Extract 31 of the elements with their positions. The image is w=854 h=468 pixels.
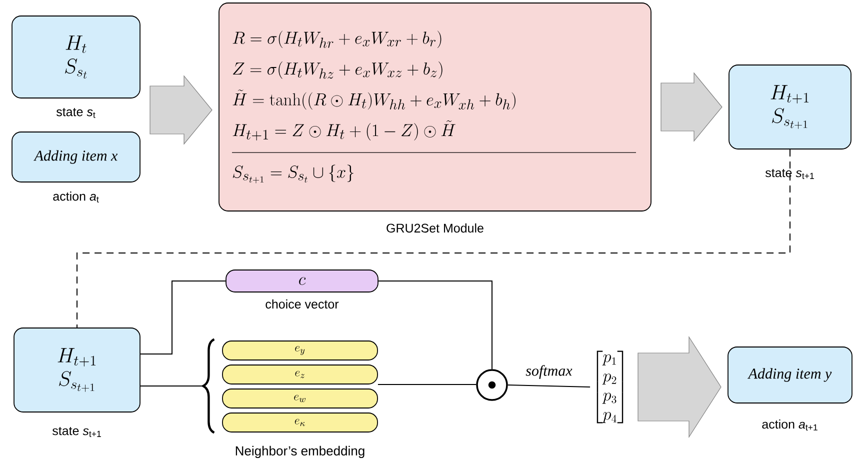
group-label: Neighbor’s embedding (236, 446, 364, 458)
connector (140, 280, 226, 354)
dashed-connector (76, 148, 790, 328)
state-box: $H_t$ $S_{s_t}$ (12, 16, 140, 98)
edge-label: softmax (524, 364, 574, 380)
brace (202, 338, 215, 434)
node-label: state s$_{t+1}$ (765, 168, 814, 179)
embedding-bar: $e_z$ (222, 364, 378, 384)
action-box: Adding item x (12, 132, 140, 182)
vector-bar: $c$ (226, 270, 378, 292)
state-box: $H_{t+1}$ $S_{s_{t+1}}$ (728, 64, 852, 150)
node-label: GRU2Set Module (386, 223, 484, 233)
embedding-bar: $e_y$ (222, 340, 378, 360)
node-label: state s$_{t}$ (56, 108, 96, 118)
connector (507, 384, 591, 388)
node-label: choice vector (266, 299, 339, 309)
node-label: state s$_{t+1}$ (52, 426, 101, 437)
module-box: $R = \sigma(H_t W_{hr} + e_x W_{xr} + b_r)$ $Z = \sigma(H_t W_{hz} + e_x W_{xz} + b_z)$ $\tilde{H} = \tanh((R \odot H_t) W_{hh} + e_x W_{xh} + b_h)$ $H_{t+1} = Z \odot H_t + (1 - Z) \odot \tilde{H}$ $S_{s_{t+1}} = S_{s_t} \cup \{x\}$ (218, 2, 652, 212)
state-box: $H_{t+1}$ $S_{s_{t+1}}$ (14, 328, 140, 412)
odot-symbol (476, 369, 508, 401)
block-arrow (638, 336, 722, 438)
node-label: action a$_{t}$ (53, 192, 99, 202)
connector (377, 384, 477, 385)
embedding-bar: $e_w$ (222, 388, 378, 408)
probability-vector: $\begin{bmatrix} p_1 \\ p_2 \\ p_3 \\ p_4 \end{bmatrix}$ (590, 339, 630, 435)
connector (378, 280, 492, 370)
block-arrow (150, 75, 212, 145)
embedding-bar: $e_\kappa$ (222, 412, 378, 432)
block-arrow (660, 72, 722, 142)
node-label: action a$_{t+1}$ (762, 419, 818, 430)
action-box: Adding item y (728, 346, 852, 404)
